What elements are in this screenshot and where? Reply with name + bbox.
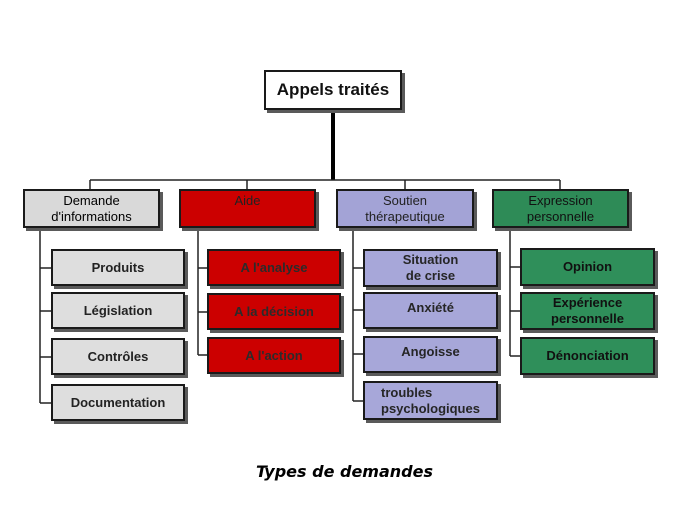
leaf-controles: Contrôles bbox=[51, 338, 185, 375]
leaf-legislation: Législation bbox=[51, 292, 185, 329]
diagram-caption: Types de demandes bbox=[256, 462, 433, 481]
category-demande-informations: Demande d'informations bbox=[23, 189, 160, 228]
leaf-experience-personnelle: Expérience personnelle bbox=[520, 292, 655, 330]
category-aide: Aide bbox=[179, 189, 316, 228]
leaf-produits: Produits bbox=[51, 249, 185, 286]
leaf-denonciation: Dénonciation bbox=[520, 337, 655, 375]
leaf-angoisse: Angoisse bbox=[363, 336, 498, 373]
leaf-anxiete: Anxiété bbox=[363, 292, 498, 329]
leaf-a-l-analyse: A l'analyse bbox=[207, 249, 341, 286]
leaf-documentation: Documentation bbox=[51, 384, 185, 421]
leaf-opinion: Opinion bbox=[520, 248, 655, 286]
category-soutien-therapeutique: Soutien thérapeutique bbox=[336, 189, 474, 228]
leaf-a-l-action: A l'action bbox=[207, 337, 341, 374]
leaf-a-la-decision: A la décision bbox=[207, 293, 341, 330]
leaf-troubles-psychologiques: troubles psychologiques bbox=[363, 381, 498, 420]
leaf-situation-de-crise: Situation de crise bbox=[363, 249, 498, 287]
category-expression-personnelle: Expression personnelle bbox=[492, 189, 629, 228]
root-node: Appels traités bbox=[264, 70, 402, 110]
